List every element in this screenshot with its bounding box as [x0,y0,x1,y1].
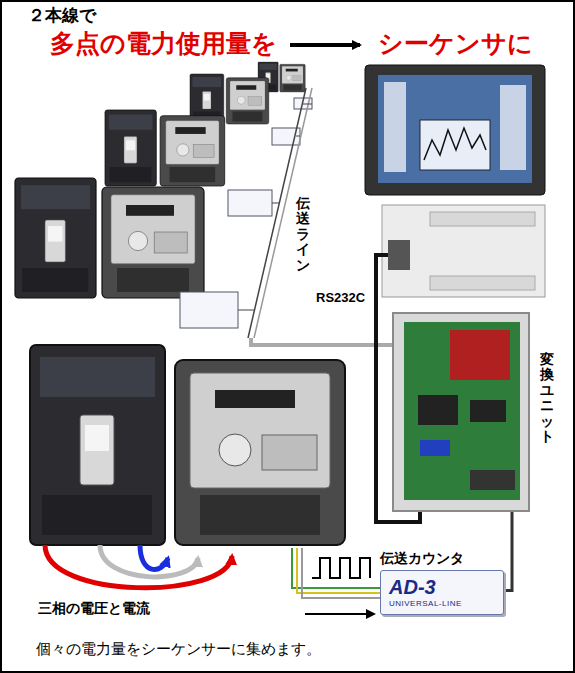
touch-panel [365,65,545,195]
screen-chart-line [424,128,486,160]
signal-label: RS232C [316,290,365,306]
drop-wire [238,310,254,311]
title-arrow [290,43,360,47]
pointer-arrow [305,613,374,615]
plc [382,205,545,297]
transmission-line [254,88,312,338]
breaker-meter-pair [15,178,204,298]
touch-panel-screen [378,75,532,183]
signal-wire [504,512,512,591]
line-label: 伝送ライン [296,196,310,273]
pulse-waveform [312,558,370,578]
chip [470,400,506,422]
plc-terminal [430,212,535,226]
conversion-unit: 変換ユニット [392,312,530,512]
breaker-meter-pair [30,345,345,545]
brand-name: UNIVERSAL-LINE [389,599,495,609]
phase-arrow [100,545,198,577]
plc-terminal [430,276,535,290]
counter-housing: AD-3UNIVERSAL-LINE [380,570,504,616]
unit-housing [394,314,528,510]
screen-widget [500,85,526,170]
pulse-wire [297,548,380,593]
transmission-counter: 伝送カウンタ AD-3UNIVERSAL-LINE [380,550,504,615]
model-name: AD-3 [389,575,495,599]
caption: 個々の電力量をシーケンサーに集めます。 [36,640,321,658]
chip [418,395,458,425]
phase-label: 三相の電圧と電流 [38,600,150,617]
screen-chart [420,120,490,170]
heading-target: シーケンサに [378,28,533,58]
screen-widget [384,82,406,172]
circuit-board [404,322,520,500]
counter-heading: 伝送カウンタ [380,550,504,567]
terminal-block [470,470,515,490]
component [420,440,450,456]
drop-wire [296,136,300,137]
heading-main: 多点の電力使用量を [50,28,277,58]
counter-icon [228,190,272,216]
plc-port [388,240,410,270]
heading-small: ２本線で [28,6,96,26]
pulse-wire [292,548,380,588]
board-label [450,330,510,380]
counter-icon [180,292,238,328]
breaker-meter-pair [105,110,225,186]
drop-wire [272,203,279,204]
phase-arrow [140,545,168,569]
unit-label: 変換ユニット [540,352,554,444]
line-to-unit [251,338,392,345]
drop-wire [303,104,312,105]
phase-arrow [45,545,232,588]
pulse-wire [302,548,380,598]
